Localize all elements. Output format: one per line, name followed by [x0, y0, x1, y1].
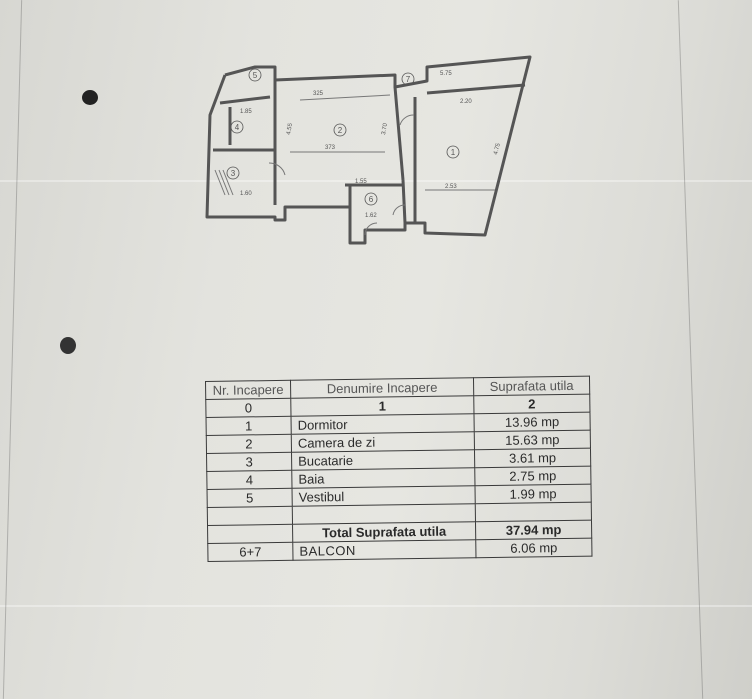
room-number: 2	[206, 434, 292, 454]
plan-hatch	[214, 169, 226, 196]
plan-room-marker	[230, 120, 244, 134]
room-number: 4	[206, 470, 293, 490]
plan-dimension: 2.20	[460, 99, 472, 105]
paper-fold	[0, 605, 752, 607]
balcony-area: 6.06 mp	[475, 538, 592, 558]
room-area-table: Nr. Incapere Denumire Incapere Suprafata…	[205, 376, 592, 562]
balcony-number: 6+7	[207, 542, 294, 562]
empty-cell	[207, 524, 293, 544]
plan-dimension: 1.55	[355, 179, 367, 185]
header-usable-area: Suprafata utila	[473, 376, 590, 396]
plan-room-number: 3	[231, 169, 236, 178]
plan-dimension-line	[299, 94, 391, 101]
plan-room-marker	[226, 166, 240, 180]
room-number: 1	[206, 416, 292, 436]
plan-room-number: 2	[338, 126, 343, 135]
plan-wall	[393, 86, 405, 181]
room-number: 5	[207, 488, 293, 508]
paper-edge	[677, 0, 704, 699]
plan-dimension: 4.55	[286, 122, 294, 135]
plan-room-marker	[401, 72, 415, 86]
room-area: 13.96 mp	[473, 412, 591, 432]
plan-door-swing	[392, 204, 406, 216]
room-area: 2.75 mp	[474, 466, 591, 486]
room-area: 15.63 mp	[474, 430, 591, 450]
paper-fold	[0, 180, 752, 182]
room-area: 3.61 mp	[474, 448, 591, 468]
plan-dimension: 325	[313, 91, 324, 97]
plan-room-number: 1	[451, 148, 456, 157]
empty-cell	[475, 502, 592, 522]
plan-door-swing	[364, 222, 378, 236]
index-cell: 0	[205, 398, 292, 418]
plan-hatch	[218, 169, 230, 196]
plan-room-number: 6	[369, 195, 374, 204]
punch-hole	[82, 90, 98, 105]
plan-dimension: 373	[325, 145, 336, 151]
plan-room-marker	[248, 68, 262, 82]
plan-door-swing	[399, 114, 415, 126]
plan-wall	[219, 95, 271, 105]
plan-room-marker	[364, 192, 378, 206]
total-value: 37.94 mp	[475, 520, 592, 540]
plan-dimension: 1.62	[365, 213, 377, 219]
plan-door-swing	[268, 162, 286, 176]
plan-wall	[401, 179, 407, 224]
plan-room-number: 7	[406, 75, 411, 84]
plan-dimension: 1.85	[240, 109, 252, 115]
plan-hatch	[222, 169, 234, 196]
plan-dimension: 5.75	[440, 71, 452, 77]
plan-wall	[426, 83, 526, 95]
header-room-number: Nr. Incapere	[205, 380, 291, 400]
plan-room-marker	[333, 123, 347, 137]
punch-hole	[60, 337, 76, 354]
plan-dimension: 1.60	[240, 191, 252, 197]
plan-room-number: 5	[253, 71, 258, 80]
plan-dimension: 3.70	[381, 122, 389, 135]
plan-dimension: 4.75	[493, 142, 502, 155]
room-number: 3	[206, 452, 292, 472]
index-cell: 2	[473, 394, 590, 414]
plan-room-marker	[446, 145, 460, 159]
balcony-name: BALCON	[292, 539, 476, 561]
plan-dimension: 2.53	[445, 184, 457, 190]
empty-cell	[207, 506, 293, 526]
floor-plan: 2 1 3 4 6 7 5 325 373 5.75 2.53 1.62 1.5…	[205, 55, 532, 245]
room-area: 1.99 mp	[474, 484, 592, 504]
paper-edge	[2, 0, 23, 699]
plan-room-number: 4	[235, 123, 240, 132]
